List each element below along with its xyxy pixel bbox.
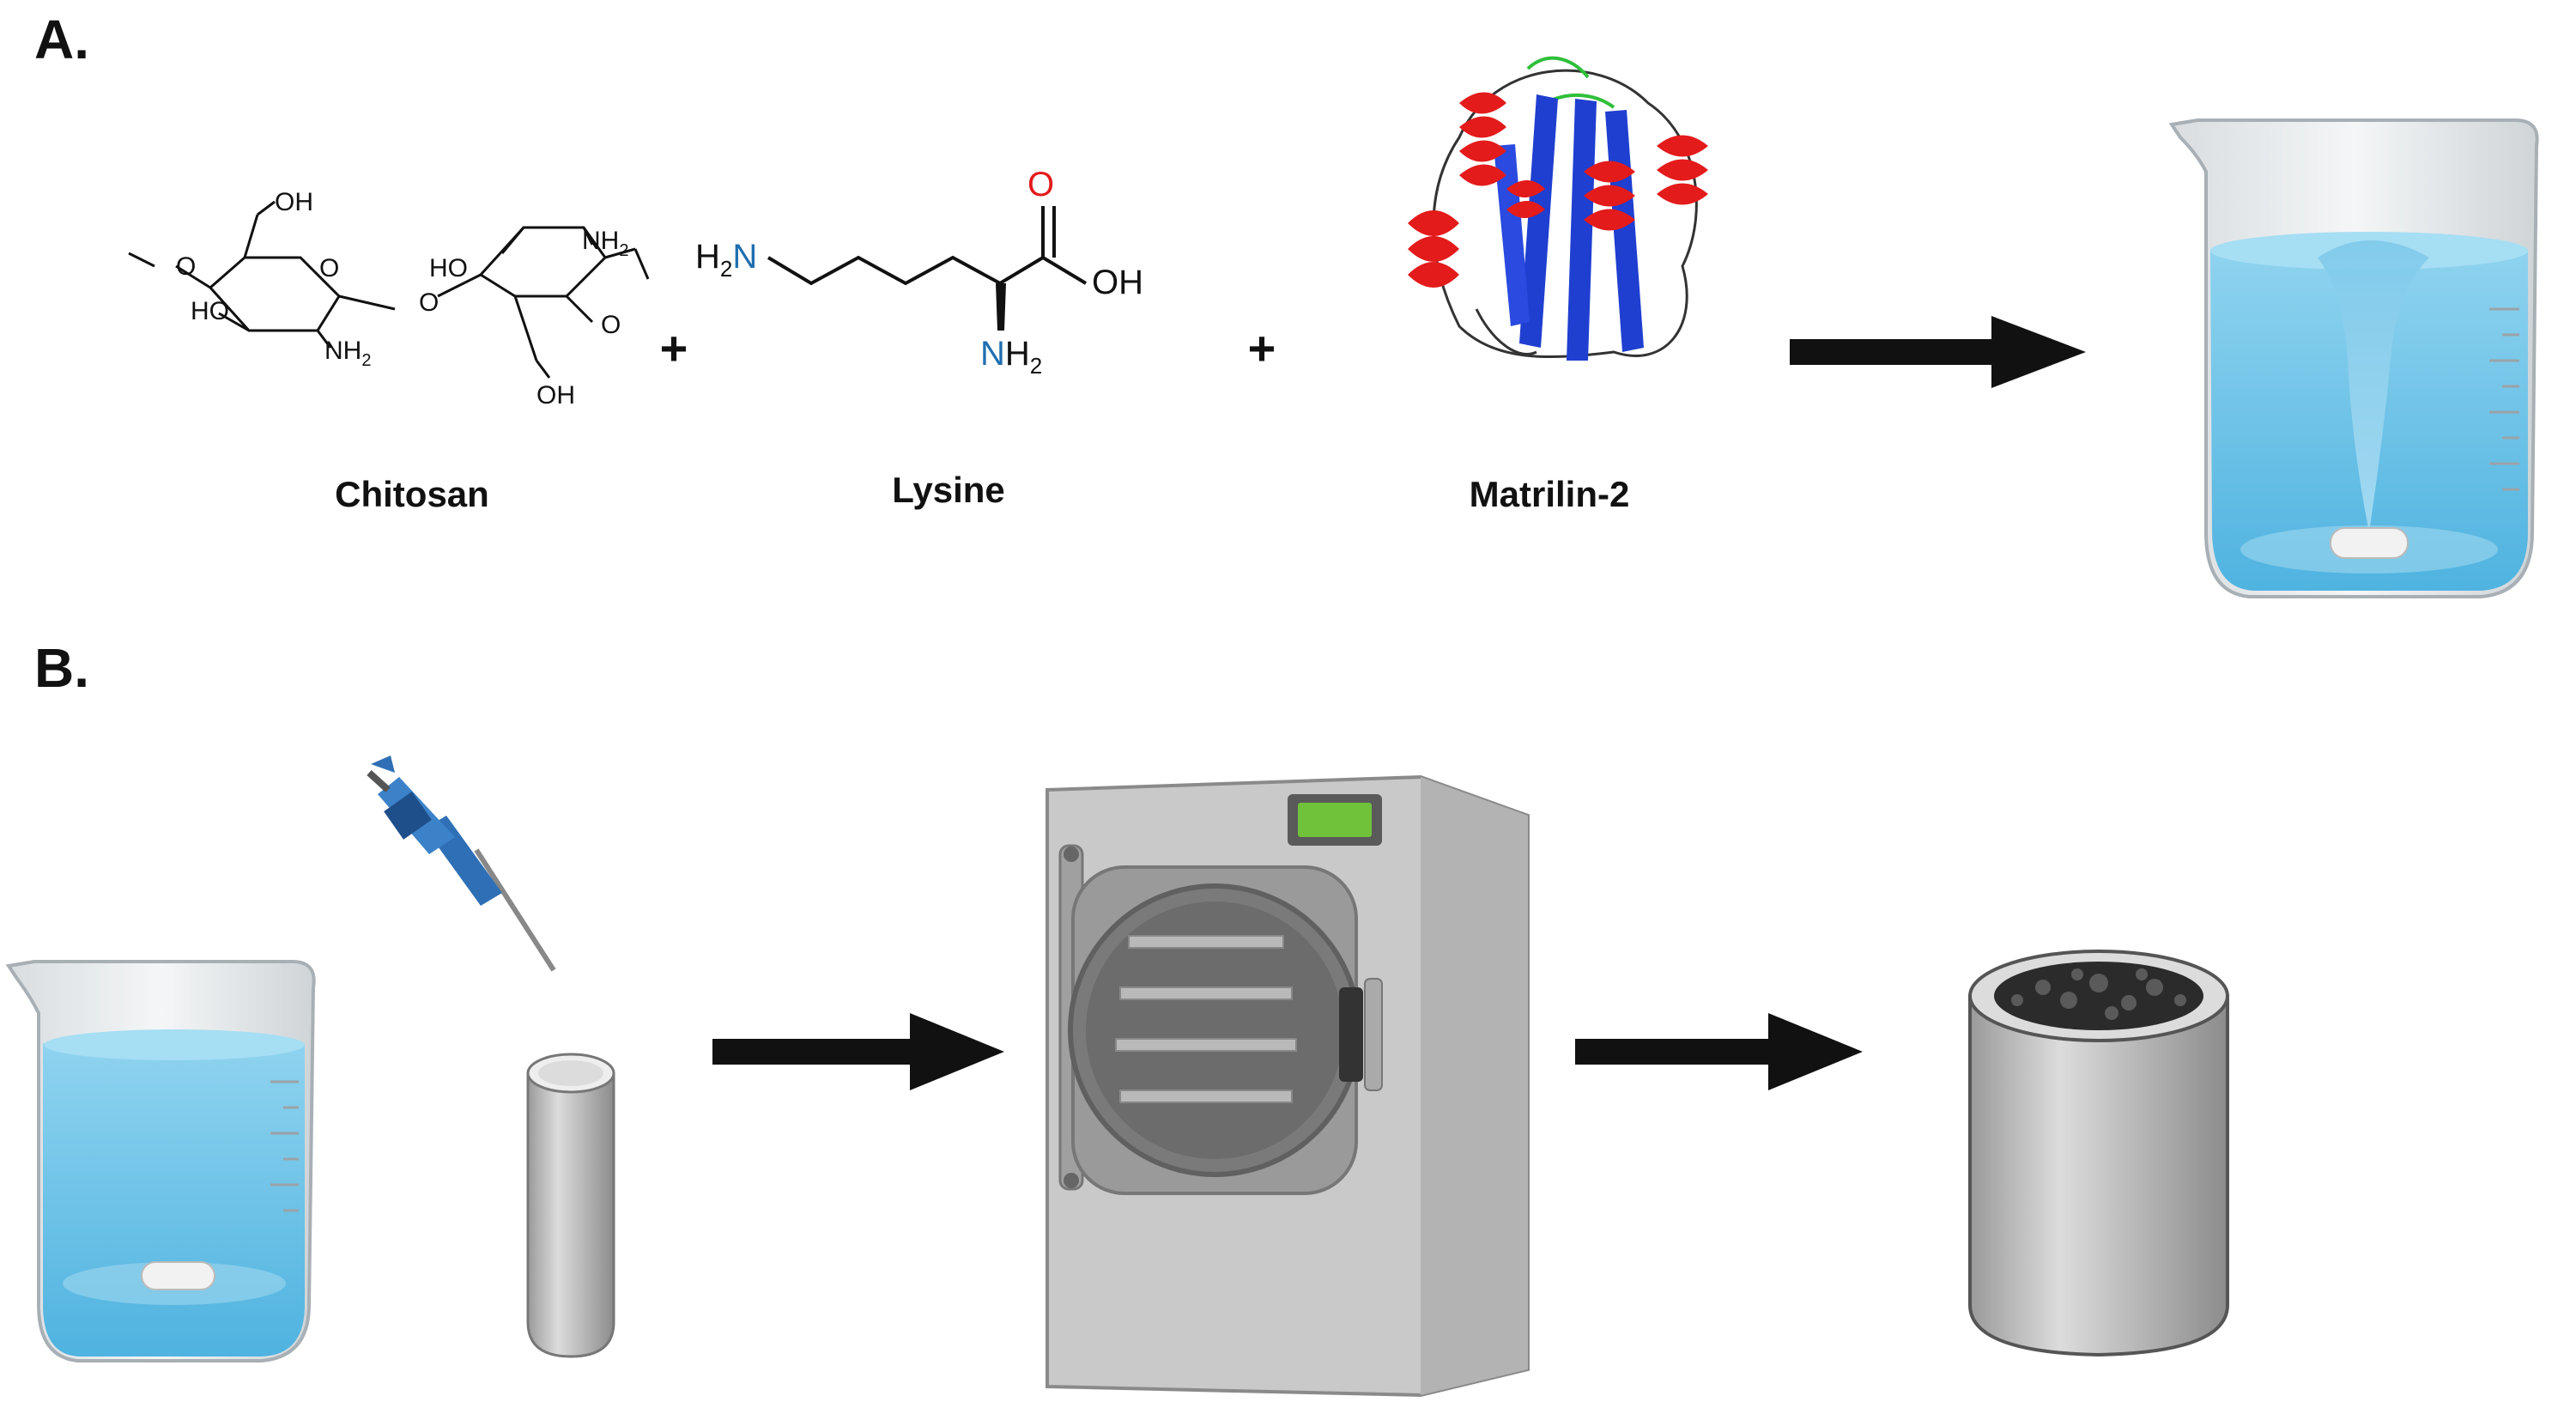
plus-sign-2: + (1248, 321, 1276, 375)
beaker-stirbar-icon (5, 960, 316, 1363)
caption-matrilin: Matrilin-2 (1470, 474, 1630, 514)
chitosan-oh-bottom: OH (536, 381, 575, 410)
protein-structure-icon (1408, 56, 1708, 361)
lysine-oh: OH (1092, 264, 1143, 301)
lysine-o-carbonyl: O (1027, 166, 1054, 203)
chitosan-ho-ring2: HO (429, 254, 468, 282)
panel-label-b: B. (34, 637, 89, 699)
beaker-vortex-icon (2168, 118, 2539, 598)
tube-mold-icon (526, 1053, 615, 1358)
porous-scaffold-icon (1968, 950, 2229, 1357)
chitosan-o-ring1: O (319, 254, 339, 282)
chitosan-nh2-2: NH2 (582, 227, 628, 260)
chitosan-ho-left: HO (191, 297, 229, 325)
chitosan-o-ring2: O (601, 311, 621, 339)
lysine-h2n: H2N (695, 238, 757, 282)
caption-chitosan: Chitosan (335, 474, 489, 514)
lysine-structure: H2N O OH NH2 (695, 166, 1143, 379)
chitosan-oh-top: OH (275, 188, 313, 216)
plus-sign-1: + (660, 321, 688, 375)
pipette-icon (367, 756, 556, 972)
process-arrow-3 (1575, 1013, 1863, 1090)
process-arrow-2 (712, 1013, 1004, 1090)
chitosan-o-methoxy: O (176, 252, 196, 281)
chitosan-structure: OH O O HO NH2 O HO NH2 O OH (128, 188, 650, 410)
lysine-nh2: NH2 (980, 335, 1042, 379)
chitosan-nh2-1: NH2 (324, 337, 371, 370)
process-arrow-1 (1790, 316, 2086, 388)
freeze-dryer-icon (1046, 774, 1530, 1398)
chitosan-o-link: O (419, 288, 439, 317)
caption-lysine: Lysine (892, 470, 1005, 510)
panel-label-a: A. (34, 9, 89, 70)
